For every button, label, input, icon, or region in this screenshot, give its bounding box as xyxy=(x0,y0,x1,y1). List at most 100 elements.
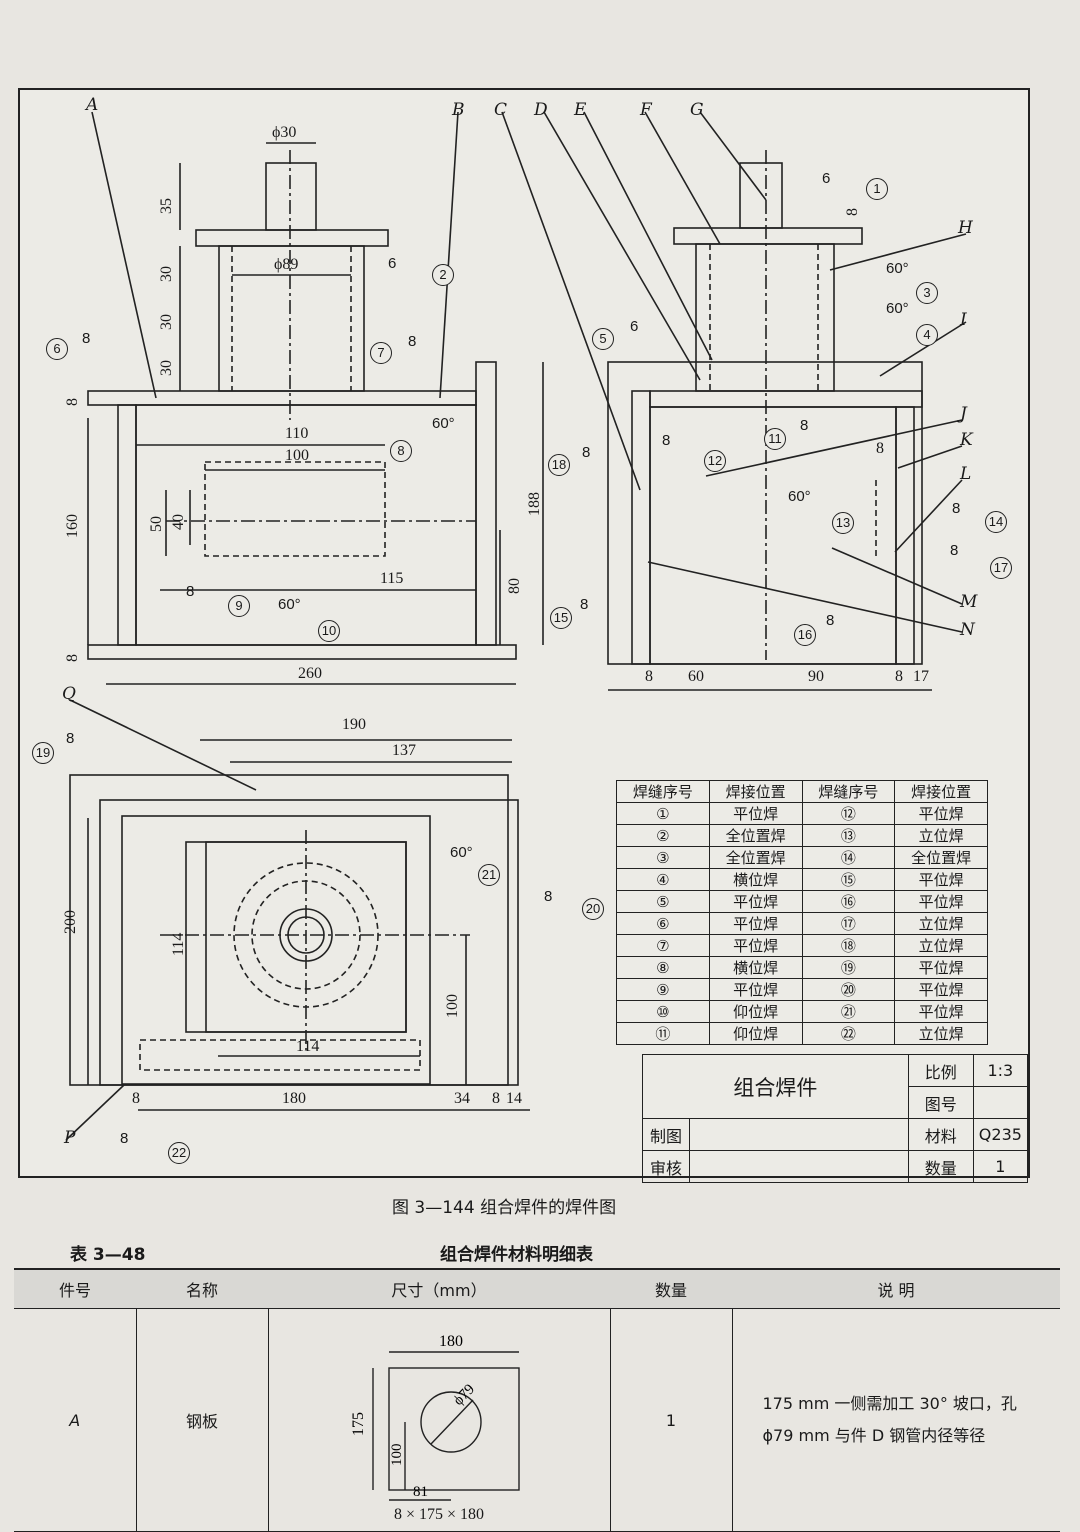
cell: 平位焊 xyxy=(708,912,803,935)
part-label-q: Q xyxy=(62,684,76,704)
dim-v8b: 8 xyxy=(64,654,81,662)
dim-h60: 60 xyxy=(688,668,704,685)
title-block: 组合焊件 比例 1:3 图号 制图 材料 Q235 审核 数量 1 xyxy=(642,1054,1029,1183)
weld-callout: 1 xyxy=(866,178,888,200)
dim-h8b: 8 xyxy=(492,1090,500,1107)
dim-h190: 190 xyxy=(342,716,366,733)
cell: 平位焊 xyxy=(894,802,988,825)
cell: ⑩ xyxy=(616,1000,710,1023)
cell: ⑭ xyxy=(801,846,896,869)
sketch-v100: 100 xyxy=(389,1444,405,1467)
cell: ⑤ xyxy=(616,890,710,913)
weld-callout: 17 xyxy=(990,557,1012,579)
cell: ⑮ xyxy=(801,868,896,891)
weld-callout: 21 xyxy=(478,864,500,886)
weld-symbol: 8 xyxy=(120,1130,129,1147)
dim-h137: 137 xyxy=(392,742,416,759)
weld-symbol: 8 xyxy=(582,444,591,461)
dim-v30c: 30 xyxy=(158,360,175,376)
cell: 全位置焊 xyxy=(708,846,803,869)
cell: 立位焊 xyxy=(894,1022,988,1045)
cell: 平位焊 xyxy=(708,978,803,1001)
cell: ① xyxy=(616,802,710,825)
note-line-2: ϕ79 mm 与件 D 钢管内径等径 xyxy=(762,1426,986,1445)
dim-d30: ϕ30 xyxy=(272,124,297,141)
part-label-i: I xyxy=(960,310,967,330)
cell: 横位焊 xyxy=(708,956,803,979)
col-header: 尺寸（mm） xyxy=(268,1268,610,1309)
sketch-diameter: ϕ79 xyxy=(451,1381,479,1409)
weld-callout: 16 xyxy=(794,624,816,646)
cell: ② xyxy=(616,824,710,847)
weld-callout: 18 xyxy=(548,454,570,476)
weld-callout: 3 xyxy=(916,282,938,304)
size-cell: 180 175 ϕ79 100 81 8 × 175 × 180 xyxy=(267,1308,611,1532)
size-text: 8 × 175 × 180 xyxy=(393,1506,485,1523)
dim-v188: 188 xyxy=(526,492,543,516)
weld-callout: 7 xyxy=(370,342,392,364)
weld-symbol: 60° xyxy=(788,488,811,505)
cell: 全位置焊 xyxy=(894,846,988,869)
table-row: A 钢板 180 175 ϕ79 100 81 8 × 175 × 18 xyxy=(14,1308,1060,1532)
name-cell: 钢板 xyxy=(135,1308,269,1532)
drawn-by-value xyxy=(689,1118,909,1151)
dim-v8a: 8 xyxy=(64,398,81,406)
weld-callout: 22 xyxy=(168,1142,190,1164)
checked-by-label: 审核 xyxy=(642,1150,690,1183)
weld-symbol: 8 xyxy=(82,330,91,347)
weld-symbol: 8 xyxy=(952,500,961,517)
dim-h8c: 8 xyxy=(876,440,884,457)
cell: 平位焊 xyxy=(894,1000,988,1023)
note-cell: 175 mm 一侧需加工 30° 坡口，孔 ϕ79 mm 与件 D 钢管内径等径 xyxy=(731,1308,1060,1532)
cell: ⑪ xyxy=(616,1022,710,1045)
cell: ⑬ xyxy=(801,824,896,847)
weld-callout: 13 xyxy=(832,512,854,534)
cell: 平位焊 xyxy=(894,890,988,913)
cell: 立位焊 xyxy=(894,912,988,935)
weld-symbol: 60° xyxy=(432,415,455,432)
part-label-d: D xyxy=(534,100,548,120)
dim-v30b: 30 xyxy=(158,314,175,330)
weld-callout: 2 xyxy=(432,264,454,286)
cell: 平位焊 xyxy=(894,868,988,891)
cell: 横位焊 xyxy=(708,868,803,891)
weld-callout: 5 xyxy=(592,328,614,350)
cell: 仰位焊 xyxy=(708,1022,803,1045)
dim-v50: 50 xyxy=(148,516,165,532)
weld-symbol: 8 xyxy=(800,417,809,434)
weld-symbol: 8 xyxy=(408,333,417,350)
scale-label: 比例 xyxy=(907,1054,974,1087)
dim-d89: ϕ89 xyxy=(274,256,299,273)
weld-callout: 9 xyxy=(228,595,250,617)
cell: ㉑ xyxy=(801,1000,896,1023)
cell: ⑦ xyxy=(616,934,710,957)
dim-h17: 17 xyxy=(913,668,929,685)
dim-h8a: 8 xyxy=(132,1090,140,1107)
weld-symbol: 60° xyxy=(278,596,301,613)
weld-callout: 11 xyxy=(764,428,786,450)
weld-callout: 4 xyxy=(916,324,938,346)
note-line-1: 175 mm 一侧需加工 30° 坡口，孔 xyxy=(762,1394,1017,1413)
dim-v100: 100 xyxy=(444,994,461,1018)
part-label-n: N xyxy=(960,620,975,640)
qty-cell: 1 xyxy=(609,1308,733,1532)
part-label-h: H xyxy=(958,218,973,238)
weld-table-header: 焊缝序号 xyxy=(616,780,710,803)
weld-callout: 19 xyxy=(32,742,54,764)
part-label-k: K xyxy=(960,430,973,450)
cell: ㉒ xyxy=(801,1022,896,1045)
part-label-g: G xyxy=(690,100,704,120)
quantity-label: 数量 xyxy=(907,1150,974,1183)
dim-h115: 115 xyxy=(380,570,404,587)
cell: 仰位焊 xyxy=(708,1000,803,1023)
dim-v114: 114 xyxy=(170,932,187,956)
cell: ⑨ xyxy=(616,978,710,1001)
cell: ③ xyxy=(616,846,710,869)
quantity-value: 1 xyxy=(972,1150,1029,1183)
